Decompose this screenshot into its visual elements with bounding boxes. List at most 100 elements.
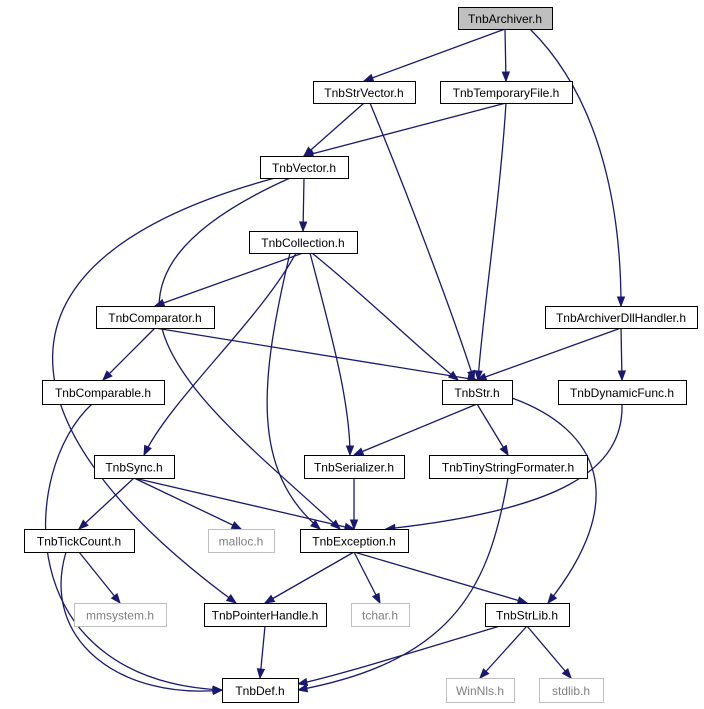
node-collection-box <box>249 231 358 254</box>
node-tickcount[interactable]: TnbTickCount.h <box>24 529 135 553</box>
edge-collection-to-serializer-arrowhead <box>345 445 355 457</box>
edge-archiver-to-dllhandler <box>529 28 626 308</box>
node-winnls: WinNls.h <box>446 678 515 703</box>
node-comparator-box <box>96 306 215 329</box>
edge-tempfile-to-str <box>474 102 507 382</box>
edge-tickcount-to-def <box>60 551 224 696</box>
edge-serializer-to-exception-arrowhead <box>349 519 359 531</box>
node-vector-box <box>260 156 349 179</box>
edge-str-to-strlib <box>511 397 597 605</box>
node-serializer[interactable]: TnbSerializer.h <box>304 455 405 479</box>
node-ptrhandle[interactable]: TnbPointerHandle.h <box>204 603 327 627</box>
edge-vector-to-ptrhandle <box>51 177 276 604</box>
edge-dllhandler-to-dynfunc <box>617 327 627 382</box>
edge-archiver-to-strvector <box>362 28 506 82</box>
edge-dynfunc-to-exception-line <box>385 403 623 530</box>
node-malloc: malloc.h <box>208 529 275 553</box>
edge-strlib-to-stdlib-line <box>526 625 572 679</box>
node-dllhandler[interactable]: TnbArchiverDllHandler.h <box>545 306 698 329</box>
node-def-label: TnbDef.h <box>235 684 284 698</box>
node-dynfunc[interactable]: TnbDynamicFunc.h <box>558 380 687 405</box>
node-strvector-box <box>313 81 416 104</box>
edge-tickcount-to-mmsystem <box>78 551 121 605</box>
edge-strvector-to-str-line <box>369 102 475 381</box>
edge-exception-to-ptrhandle-arrowhead <box>263 594 276 604</box>
node-winnls-label: WinNls.h <box>456 684 504 698</box>
node-comparable[interactable]: TnbComparable.h <box>42 380 165 405</box>
edge-tempfile-to-vector-line <box>303 102 507 157</box>
edge-exception-to-strlib <box>353 551 529 605</box>
edge-tickcount-to-mmsystem-line <box>78 551 121 604</box>
edge-archiver-to-tempfile <box>501 28 511 83</box>
edge-vector-to-ptrhandle-arrowhead <box>225 593 238 604</box>
edge-strlib-to-winnls <box>479 625 528 680</box>
node-archiver[interactable]: TnbArchiver.h <box>458 7 553 30</box>
edge-sync-to-malloc-line <box>133 477 242 530</box>
edge-tempfile-to-str-arrowhead <box>474 370 483 382</box>
edge-serializer-to-exception <box>349 478 359 531</box>
node-sync-box <box>94 455 175 479</box>
node-tickcount-box <box>24 529 135 553</box>
edge-comparator-to-comparable-line <box>102 327 156 381</box>
node-tinyfmt[interactable]: TnbTinyStringFormater.h <box>429 455 588 479</box>
edge-archiver-to-dllhandler-line <box>529 28 622 307</box>
edge-exception-to-tchar-line <box>353 551 381 604</box>
edge-strvector-to-str <box>369 102 476 382</box>
node-def[interactable]: TnbDef.h <box>222 678 299 703</box>
edge-dllhandler-to-str <box>475 327 622 381</box>
node-exception-label: TnbException.h <box>312 535 395 549</box>
node-stdlib-box <box>539 678 604 703</box>
node-strlib-label: TnbStrLib.h <box>496 609 558 623</box>
node-stdlib-label: stdlib.h <box>552 684 590 698</box>
node-tchar-box <box>351 603 410 627</box>
node-sync[interactable]: TnbSync.h <box>94 455 175 479</box>
edge-sync-to-tickcount-line <box>78 477 135 530</box>
edge-collection-to-sync-arrowhead <box>143 444 152 457</box>
edge-exception-to-strlib-line <box>353 551 528 604</box>
edge-strlib-to-winnls-line <box>479 625 528 679</box>
node-vector[interactable]: TnbVector.h <box>260 156 349 179</box>
edge-archiver-to-strvector-arrowhead <box>362 73 375 82</box>
node-strlib-box <box>485 603 570 627</box>
node-collection[interactable]: TnbCollection.h <box>249 231 358 254</box>
node-strlib[interactable]: TnbStrLib.h <box>485 603 570 627</box>
node-collection-label: TnbCollection.h <box>261 236 344 250</box>
edge-strlib-to-stdlib <box>526 625 572 680</box>
edge-collection-to-exception-arrowhead <box>310 519 322 530</box>
edge-sync-to-exception-line <box>133 477 355 530</box>
edge-ptrhandle-to-def <box>256 625 266 680</box>
node-comparable-label: TnbComparable.h <box>55 386 151 400</box>
node-serializer-label: TnbSerializer.h <box>314 461 394 475</box>
node-archiver-box <box>458 7 553 30</box>
edge-exception-to-ptrhandle-line <box>264 551 355 604</box>
edge-collection-to-str-line <box>311 252 459 381</box>
edge-collection-to-serializer <box>309 252 355 457</box>
edge-exception-to-tchar <box>353 551 381 605</box>
edge-exception-to-ptrhandle <box>263 551 355 604</box>
node-stdlib: stdlib.h <box>539 678 604 703</box>
edge-strlib-to-def <box>296 625 501 687</box>
edge-vector-to-exception-line <box>158 177 341 530</box>
edge-str-to-serializer-arrowhead <box>352 447 365 456</box>
edge-str-to-serializer-line <box>353 403 478 456</box>
node-str[interactable]: TnbStr.h <box>442 380 513 405</box>
node-dllhandler-box <box>545 306 698 329</box>
node-exception[interactable]: TnbException.h <box>300 529 409 553</box>
node-strvector[interactable]: TnbStrVector.h <box>313 81 416 104</box>
node-tempfile-label: TnbTemporaryFile.h <box>453 86 560 100</box>
node-str-label: TnbStr.h <box>454 386 499 400</box>
edge-tempfile-to-str-line <box>477 102 507 381</box>
edge-collection-to-comparator-line <box>154 252 304 307</box>
node-comparator[interactable]: TnbComparator.h <box>96 306 215 329</box>
node-tickcount-label: TnbTickCount.h <box>37 535 121 549</box>
edge-comparator-to-str-line <box>154 327 478 381</box>
edge-str-to-strlib-line <box>511 397 597 604</box>
edge-collection-to-comparator <box>153 252 304 307</box>
node-ptrhandle-box <box>204 603 327 627</box>
edge-collection-to-sync <box>143 252 297 457</box>
edge-collection-to-serializer-line <box>309 252 351 456</box>
edge-str-to-strlib-arrowhead <box>547 592 558 605</box>
node-tempfile[interactable]: TnbTemporaryFile.h <box>440 81 573 104</box>
edge-archiver-to-dllhandler-arrowhead <box>616 296 626 308</box>
